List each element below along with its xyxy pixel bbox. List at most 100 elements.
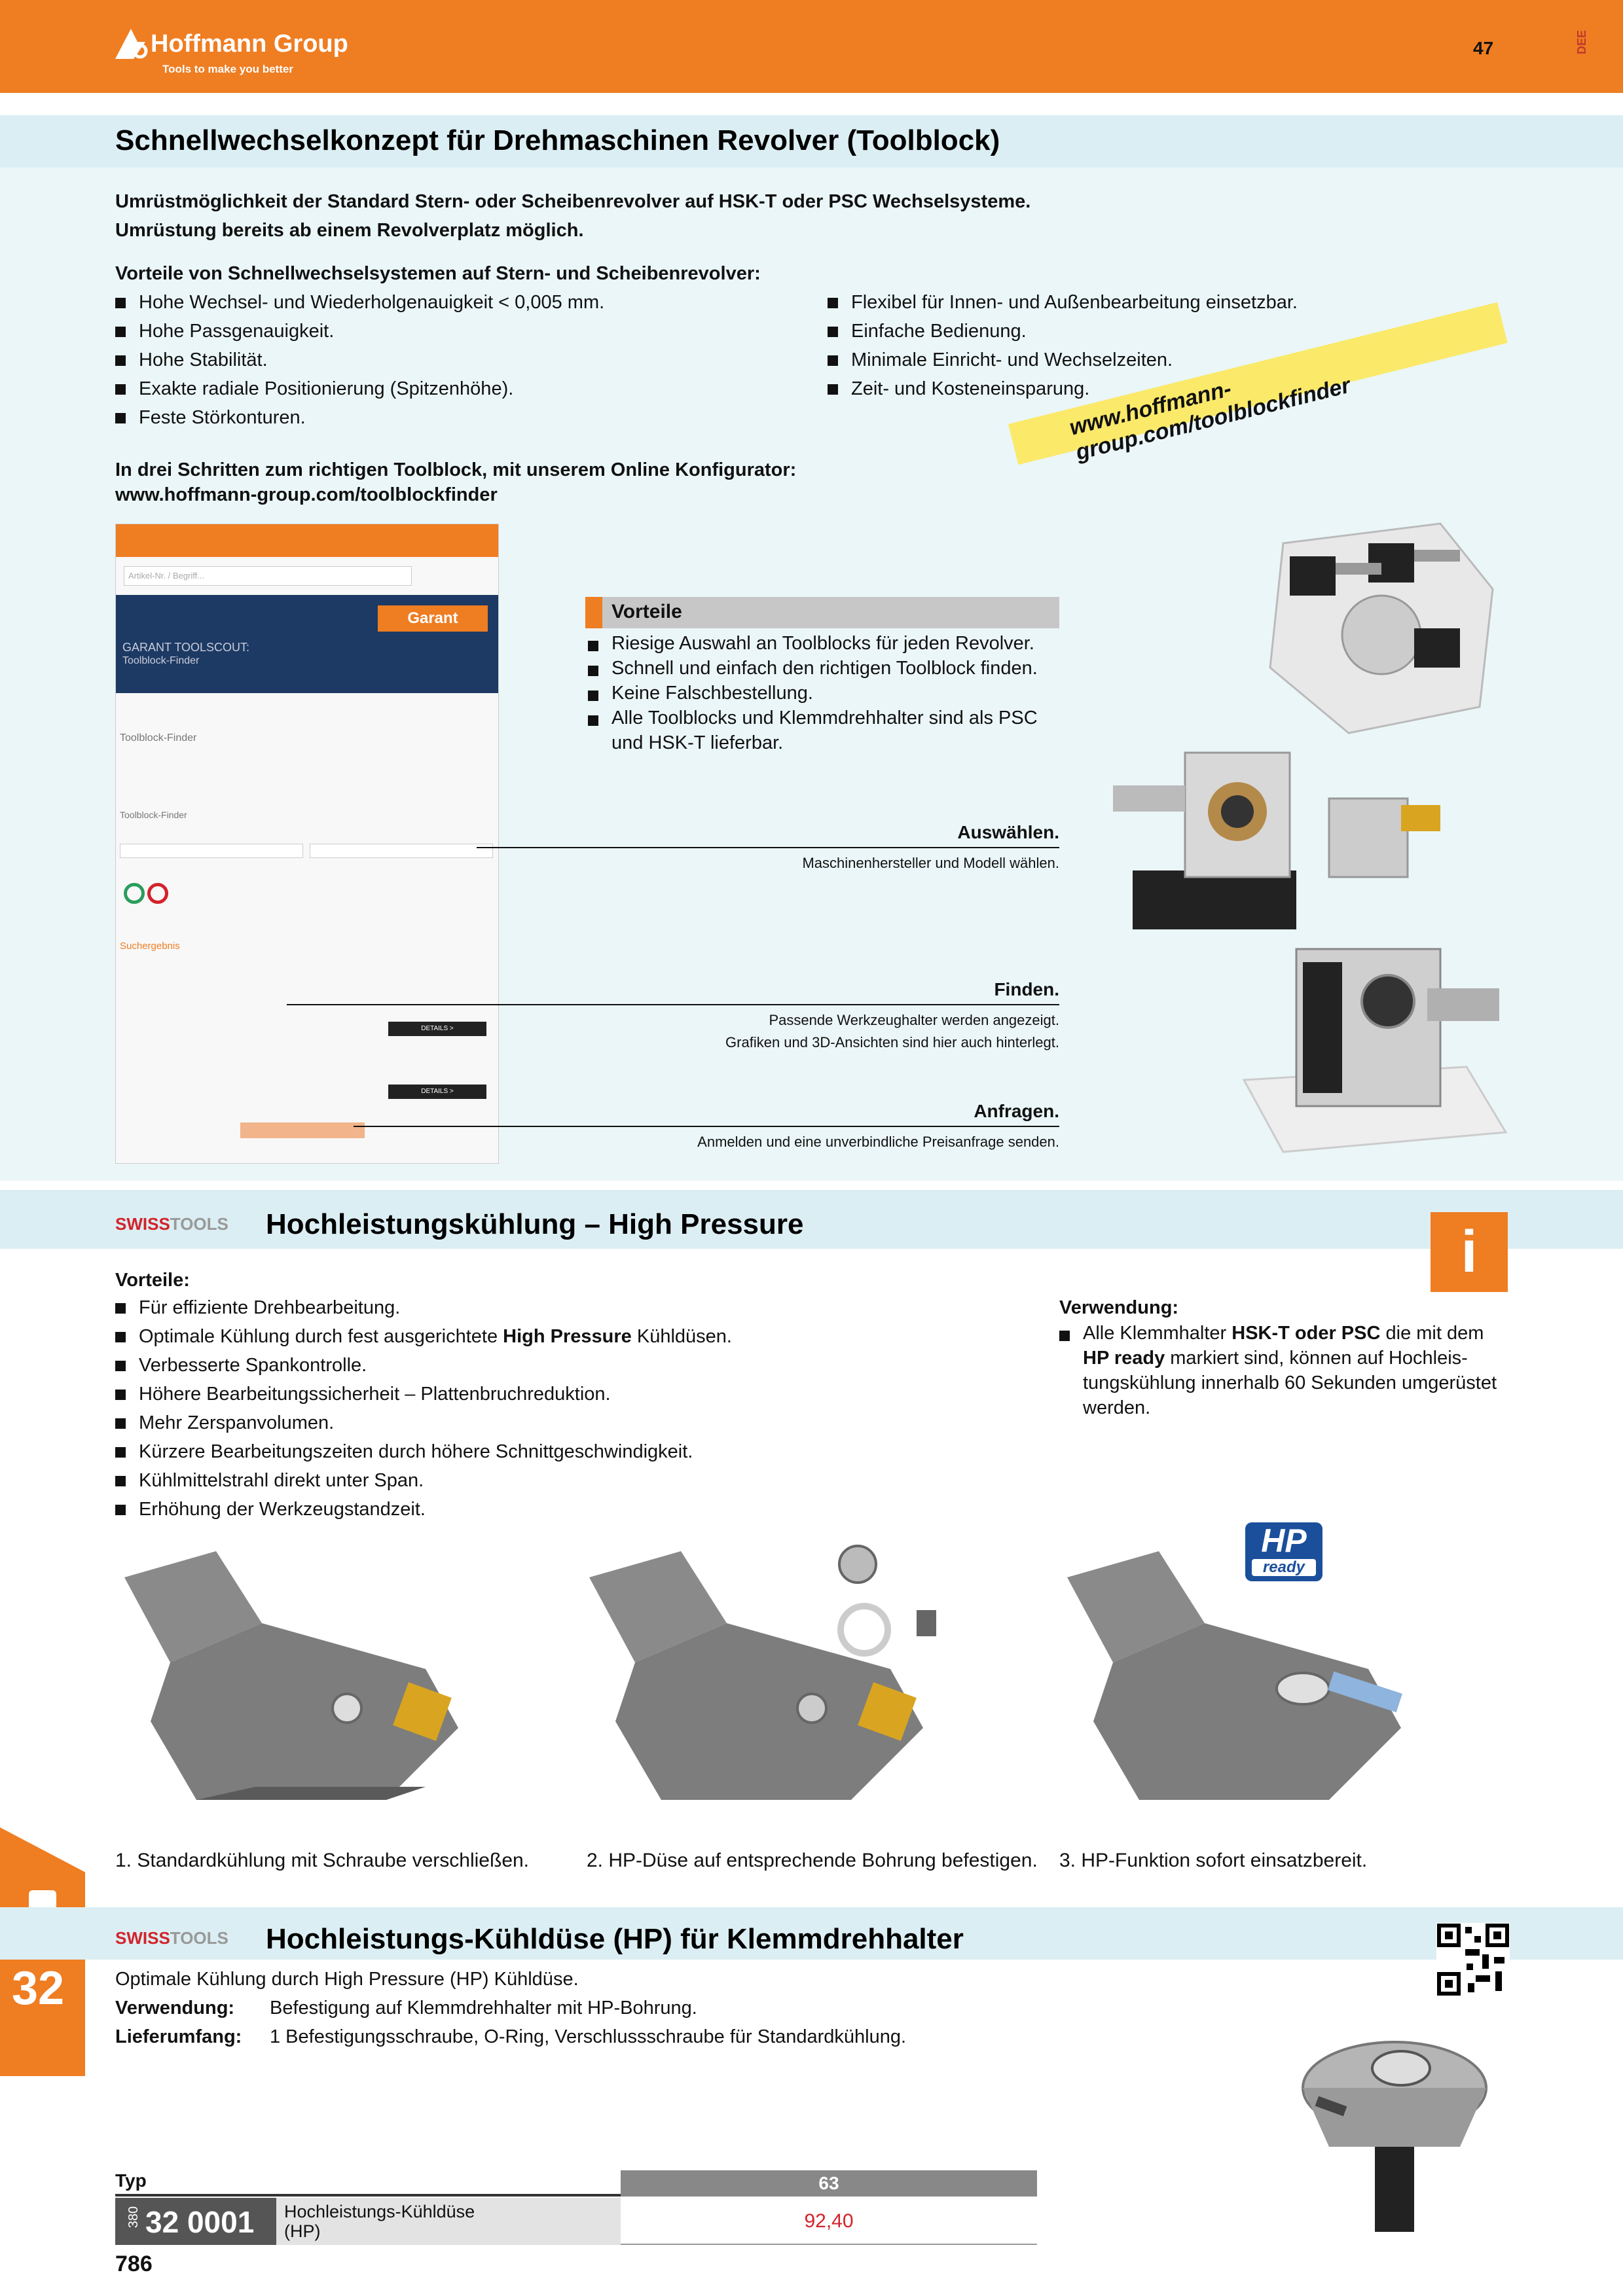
steps-url[interactable]: www.hoffmann-group.com/toolblockfinder bbox=[115, 484, 498, 505]
screen-select-maker[interactable] bbox=[120, 844, 303, 858]
screen-details-button[interactable]: DETAILS > bbox=[388, 1022, 486, 1036]
vorteile-header: Vorteile bbox=[585, 597, 1059, 628]
hp-vorteile-list: Für effiziente Drehbearbeitung. Optimale… bbox=[115, 1293, 1032, 1524]
section1-title: Schnellwechselkonzept für Drehmaschinen … bbox=[115, 124, 1000, 156]
toolblock-base-image bbox=[1242, 948, 1508, 1153]
screen-request-button[interactable] bbox=[240, 1122, 365, 1138]
article-description: Hochleistungs-Kühldüse (HP) bbox=[276, 2198, 621, 2245]
screen-details-button[interactable]: DETAILS > bbox=[388, 1085, 486, 1099]
list-item-text: die mit dem bbox=[1380, 1323, 1484, 1344]
footer-page-number: 786 bbox=[115, 2251, 153, 2276]
holder-image-1 bbox=[124, 1551, 458, 1800]
list-item-text: Alle Klemmhalter bbox=[1083, 1323, 1232, 1344]
step3-leader-line bbox=[354, 1126, 1059, 1127]
list-item: Erhöhung der Werkzeugstandzeit. bbox=[115, 1495, 1032, 1524]
list-item: Hohe Stabilität. bbox=[115, 346, 803, 374]
step1-label: Auswählen. bbox=[957, 822, 1059, 842]
header-bar bbox=[0, 0, 1623, 93]
brand-logo[interactable]: Hoffmann Group Tools to make you better bbox=[111, 20, 386, 85]
section3-title-band bbox=[0, 1907, 1623, 1960]
configurator-screenshot: Artikel-Nr. / Begriff... Garant GARANT T… bbox=[115, 524, 499, 1164]
list-item: Höhere Bearbeitungssicherheit – Plattenb… bbox=[115, 1380, 1032, 1408]
list-item: Flexibel für Innen- und Außenbearbeitung… bbox=[828, 288, 1515, 317]
article-price: 92,40 bbox=[804, 2210, 854, 2232]
section3-title: Hochleistungs-Kühldüse (HP) für Klemmdre… bbox=[266, 1923, 964, 1955]
verwendung-text: Befestigung auf Klemmdrehhalter mit HP-B… bbox=[270, 1998, 697, 2018]
intro-line: Umrüstmöglichkeit der Standard Stern- od… bbox=[115, 191, 1031, 212]
intro-line: Umrüstung bereits ab einem Revolverplatz… bbox=[115, 220, 584, 241]
description-line: Hochleistungs-Kühldüse bbox=[284, 2202, 475, 2221]
screen-results-heading: Suchergebnis bbox=[120, 941, 180, 952]
section1-title-band bbox=[0, 115, 1623, 168]
list-item: Kühlmittelstrahl direkt unter Span. bbox=[115, 1466, 1032, 1495]
swisstools-logo: SWISSTOOLS bbox=[115, 1214, 228, 1234]
step2-leader-line bbox=[287, 1004, 1059, 1005]
article-prefix: 380 bbox=[126, 2206, 141, 2229]
list-item-bold: High Pressure bbox=[503, 1326, 632, 1347]
lieferumfang-text: 1 Befestigungsschraube, O-Ring, Verschlu… bbox=[270, 2026, 907, 2047]
coolant-nozzle-image bbox=[1302, 2041, 1487, 2232]
brand-tagline: Tools to make you better bbox=[162, 63, 293, 75]
screen-scout-sub: Toolblock-Finder bbox=[122, 655, 200, 666]
turret-image bbox=[1269, 522, 1494, 734]
step1-leader-line bbox=[477, 847, 1059, 848]
hp-verwendung-heading: Verwendung: bbox=[1059, 1297, 1179, 1318]
caption-2: 2. HP-Düse auf entsprechende Bohrung bef… bbox=[587, 1850, 1038, 1871]
list-item: Einfache Bedienung. bbox=[828, 317, 1515, 346]
hp-ready-badge: HP ready bbox=[1245, 1522, 1322, 1581]
screen-finder-heading: Toolblock-Finder bbox=[120, 732, 197, 744]
hp-vorteile-heading: Vorteile: bbox=[115, 1270, 190, 1291]
list-item: Alle Toolblocks und Klemmdrehhalter sind… bbox=[588, 706, 1059, 755]
screen-search-input[interactable]: Artikel-Nr. / Begriff... bbox=[124, 566, 412, 586]
verwendung-label: Verwendung: bbox=[115, 1998, 235, 2018]
list-item: Mehr Zerspanvolumen. bbox=[115, 1408, 1032, 1437]
list-item: Exakte radiale Positionierung (Spitzenhö… bbox=[115, 374, 803, 403]
description-line: (HP) bbox=[284, 2221, 321, 2241]
holder-image-2 bbox=[589, 1545, 936, 1800]
step1-text: Maschinenhersteller und Modell wählen. bbox=[802, 855, 1059, 871]
article-number: 380 32 0001 bbox=[115, 2198, 276, 2245]
list-item: Optimale Kühlung durch fest ausgerichtet… bbox=[115, 1322, 1032, 1351]
section3-line1: Optimale Kühlung durch High Pressure (HP… bbox=[115, 1969, 579, 1990]
advantages-right-list: Flexibel für Innen- und Außenbearbeitung… bbox=[828, 288, 1515, 403]
vorteile-accent bbox=[585, 597, 602, 628]
list-item: Zeit- und Kosteneinsparung. bbox=[828, 374, 1515, 403]
swisstools-gray: TOOLS bbox=[170, 1928, 228, 1948]
section2-title-band bbox=[0, 1190, 1623, 1249]
screen-select-model[interactable] bbox=[310, 844, 493, 858]
list-item: Für effiziente Drehbearbeitung. bbox=[115, 1293, 1032, 1322]
screen-topbar bbox=[116, 524, 498, 557]
lieferumfang-label: Lieferumfang: bbox=[115, 2026, 242, 2047]
vorteile-list: Riesige Auswahl an Toolblocks für jeden … bbox=[588, 631, 1059, 755]
list-item: Keine Falschbestellung. bbox=[588, 681, 1059, 706]
table-row[interactable]: 380 32 0001 Hochleistungs-Kühldüse (HP) … bbox=[115, 2198, 1037, 2245]
screen-hero: Garant GARANT TOOLSCOUT: Toolblock-Finde… bbox=[116, 595, 498, 693]
qr-code-icon[interactable] bbox=[1436, 1923, 1510, 1996]
list-item: Kürzere Bearbeitungszeiten durch höhere … bbox=[115, 1437, 1032, 1466]
swisstools-red: SWISS bbox=[115, 1928, 170, 1948]
list-item: Alle Klemmhalter HSK-T oder PSC die mit … bbox=[1059, 1321, 1511, 1420]
screen-ok-icon bbox=[124, 883, 145, 904]
brand-name: Hoffmann Group bbox=[151, 30, 348, 58]
screen-scout-title: GARANT TOOLSCOUT: bbox=[122, 641, 250, 654]
screen-no-icon bbox=[147, 883, 168, 904]
info-icon[interactable]: i bbox=[1431, 1212, 1508, 1292]
section2-title: Hochleistungskühlung – High Pressure bbox=[266, 1208, 804, 1240]
toolblock-image bbox=[1113, 751, 1440, 929]
hp-verwendung-list: Alle Klemmhalter HSK-T oder PSC die mit … bbox=[1059, 1321, 1511, 1420]
list-item: Hohe Passgenauigkeit. bbox=[115, 317, 803, 346]
vorteile-title: Vorteile bbox=[611, 601, 682, 622]
swisstools-logo: SWISSTOOLS bbox=[115, 1928, 228, 1948]
list-item: Verbesserte Spankontrolle. bbox=[115, 1351, 1032, 1380]
list-item: Hohe Wechsel- und Wiederholgenauigkeit <… bbox=[115, 288, 803, 317]
step2-text: Passende Werkzeughalter werden angezeigt… bbox=[769, 1012, 1059, 1028]
table-column-header: 63 bbox=[621, 2170, 1037, 2197]
list-item-text: Kühldüsen. bbox=[631, 1326, 732, 1347]
step3-label: Anfragen. bbox=[974, 1101, 1059, 1121]
caption-3: 3. HP-Funktion sofort einsatzbereit. bbox=[1059, 1850, 1368, 1871]
list-item: Minimale Einricht- und Wechselzeiten. bbox=[828, 346, 1515, 374]
garant-logo: Garant bbox=[378, 605, 488, 632]
logo-icon bbox=[115, 29, 148, 59]
list-item: Riesige Auswahl an Toolblocks für jeden … bbox=[588, 631, 1059, 656]
